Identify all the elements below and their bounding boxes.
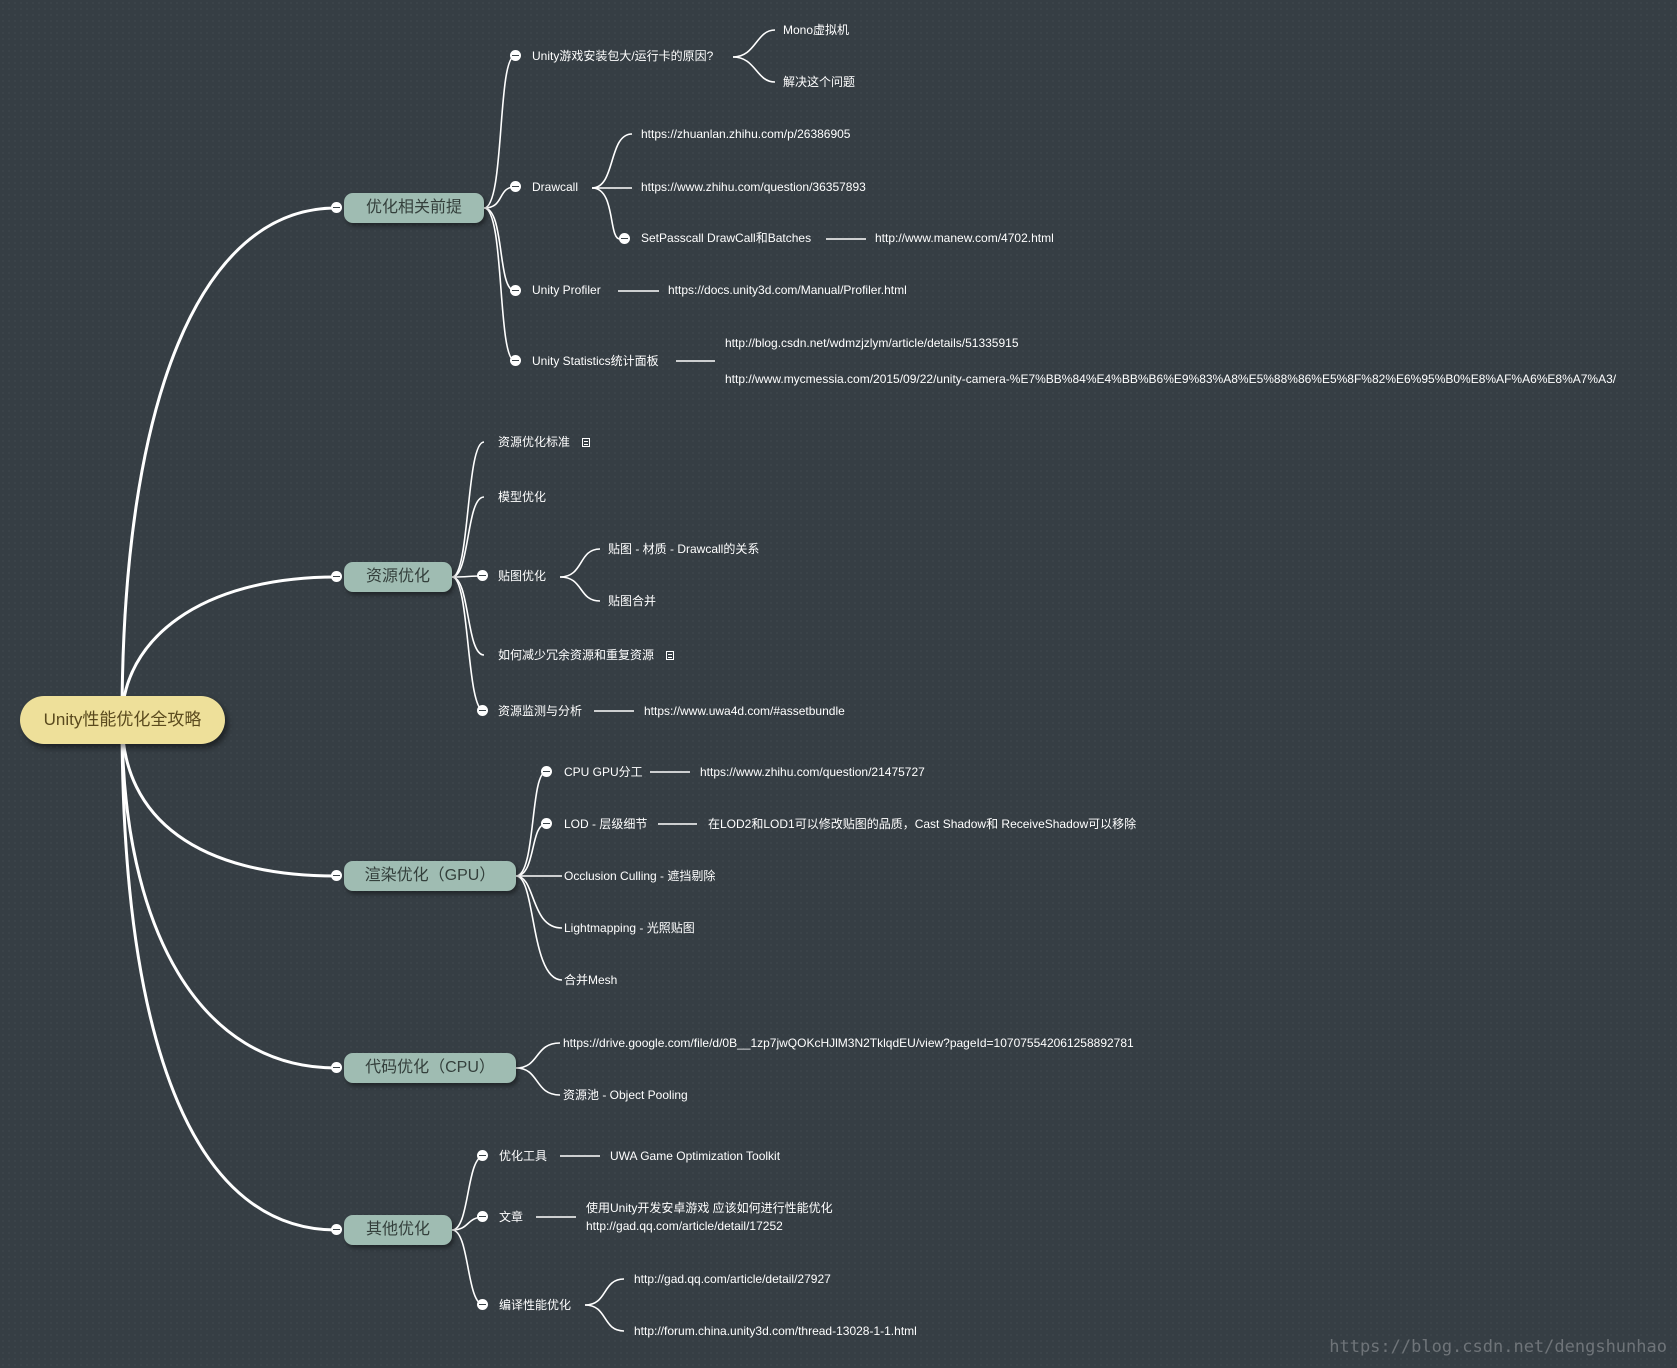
- unity-profiler-node[interactable]: Unity Profiler: [532, 283, 601, 297]
- collapse-toggle[interactable]: [477, 705, 488, 716]
- android-article-link[interactable]: http://gad.qq.com/article/detail/17252: [586, 1219, 783, 1233]
- branch-resource[interactable]: 资源优化: [344, 562, 452, 592]
- collapse-toggle[interactable]: [619, 233, 630, 244]
- collapse-toggle[interactable]: [477, 1150, 488, 1161]
- profiler-docs-link[interactable]: https://docs.unity3d.com/Manual/Profiler…: [668, 283, 907, 297]
- uwa-assetbundle-link[interactable]: https://www.uwa4d.com/#assetbundle: [644, 704, 845, 718]
- collapse-toggle[interactable]: [331, 571, 342, 582]
- collapse-toggle[interactable]: [510, 355, 521, 366]
- statistics-link-2[interactable]: http://www.mycmessia.com/2015/09/22/unit…: [725, 372, 1617, 386]
- collapse-toggle[interactable]: [510, 285, 521, 296]
- unity-statistics-node[interactable]: Unity Statistics统计面板: [532, 354, 659, 368]
- articles-node[interactable]: 文章: [499, 1210, 524, 1224]
- unity3d-forum-link[interactable]: http://forum.china.unity3d.com/thread-13…: [634, 1324, 917, 1338]
- zhihu-cpu-gpu-link[interactable]: https://www.zhihu.com/question/21475727: [700, 765, 925, 779]
- collapse-toggle[interactable]: [331, 202, 342, 213]
- cpu-gpu-division-node[interactable]: CPU GPU分工: [564, 765, 643, 779]
- collapse-toggle[interactable]: [541, 766, 552, 777]
- branch-render[interactable]: 渲染优化（GPU）: [344, 861, 516, 891]
- resource-standard-node[interactable]: 资源优化标准: [498, 435, 571, 449]
- uwa-toolkit-node[interactable]: UWA Game Optimization Toolkit: [610, 1149, 781, 1163]
- setpasscall-node[interactable]: SetPasscall DrawCall和Batches: [641, 231, 812, 245]
- model-optimization-node[interactable]: 模型优化: [498, 490, 547, 504]
- note-icon[interactable]: [666, 651, 674, 660]
- reduce-redundant-node[interactable]: 如何减少冗余资源和重复资源: [498, 648, 655, 662]
- solve-problem-node[interactable]: 解决这个问题: [783, 75, 856, 89]
- prereq-install-size-node[interactable]: Unity游戏安装包大/运行卡的原因?: [532, 49, 714, 63]
- collapse-toggle[interactable]: [477, 1211, 488, 1222]
- lod-node[interactable]: LOD - 层级细节: [564, 817, 648, 831]
- drawcall-link-2[interactable]: https://www.zhihu.com/question/36357893: [641, 180, 866, 194]
- manew-link[interactable]: http://www.manew.com/4702.html: [875, 231, 1054, 245]
- gad-article-link[interactable]: http://gad.qq.com/article/detail/27927: [634, 1272, 831, 1286]
- collapse-toggle[interactable]: [331, 1224, 342, 1235]
- note-icon[interactable]: [582, 438, 590, 447]
- android-article-title[interactable]: 使用Unity开发安卓游戏 应该如何进行性能优化: [586, 1201, 833, 1215]
- branch-code[interactable]: 代码优化（CPU）: [344, 1053, 516, 1083]
- collapse-toggle[interactable]: [477, 1299, 488, 1310]
- statistics-link-1[interactable]: http://blog.csdn.net/wdmzjzlym/article/d…: [725, 336, 1019, 350]
- drawcall-node[interactable]: Drawcall: [532, 180, 579, 194]
- texture-merge-node[interactable]: 贴图合并: [608, 594, 657, 608]
- collapse-toggle[interactable]: [541, 818, 552, 829]
- collapse-toggle[interactable]: [510, 181, 521, 192]
- object-pooling-node[interactable]: 资源池 - Object Pooling: [563, 1088, 688, 1102]
- collapse-toggle[interactable]: [477, 570, 488, 581]
- collapse-toggle[interactable]: [510, 50, 521, 61]
- branch-other[interactable]: 其他优化: [344, 1215, 452, 1245]
- mono-vm-node[interactable]: Mono虚拟机: [783, 23, 850, 37]
- lod-detail-node[interactable]: 在LOD2和LOD1可以修改贴图的品质，Cast Shadow和 Receive…: [708, 817, 1137, 831]
- lightmapping-node[interactable]: Lightmapping - 光照贴图: [564, 921, 695, 935]
- collapse-toggle[interactable]: [331, 870, 342, 881]
- branch-prereq[interactable]: 优化相关前提: [344, 193, 484, 223]
- drawcall-link-1[interactable]: https://zhuanlan.zhihu.com/p/26386905: [641, 127, 851, 141]
- occlusion-culling-node[interactable]: Occlusion Culling - 遮挡剔除: [564, 869, 716, 883]
- compile-optimization-node[interactable]: 编译性能优化: [499, 1298, 572, 1312]
- root-node[interactable]: Unity性能优化全攻略: [20, 696, 225, 744]
- optimization-tools-node[interactable]: 优化工具: [499, 1149, 548, 1163]
- texture-material-drawcall-node[interactable]: 贴图 - 材质 - Drawcall的关系: [608, 542, 760, 556]
- merge-mesh-node[interactable]: 合并Mesh: [564, 973, 618, 987]
- resource-monitoring-node[interactable]: 资源监测与分析: [498, 704, 583, 718]
- texture-optimization-node[interactable]: 贴图优化: [498, 569, 547, 583]
- google-drive-link[interactable]: https://drive.google.com/file/d/0B__1zp7…: [563, 1036, 1134, 1050]
- watermark: https://blog.csdn.net/dengshunhao: [1329, 1337, 1667, 1357]
- collapse-toggle[interactable]: [331, 1062, 342, 1073]
